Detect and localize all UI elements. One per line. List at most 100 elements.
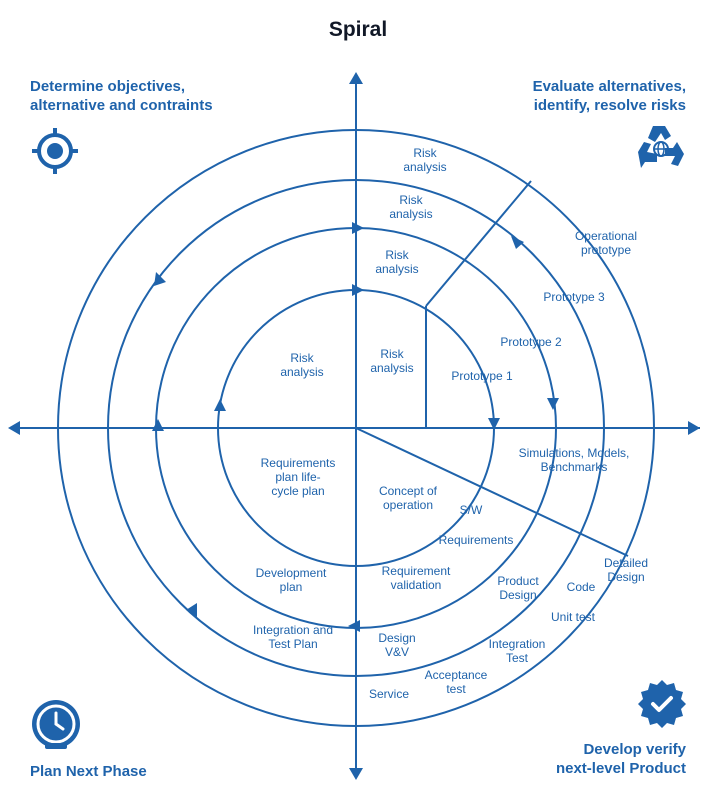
spiral-label-line: Risk — [413, 146, 437, 160]
page-title: Spiral — [328, 18, 388, 41]
quadrant-label-bottom-right: Develop verify next-level Product — [556, 740, 686, 778]
spiral-label-line: Operational — [575, 229, 637, 243]
spiral-ring-3 — [107, 179, 605, 677]
spiral-label-proto1: Prototype 1 — [451, 369, 513, 383]
quadrant-label-top-left: Determine objectives, alternative and co… — [30, 77, 213, 115]
spiral-label-line: analysis — [370, 361, 413, 375]
spiral-label-line: plan — [280, 580, 303, 594]
spiral-label-line: cycle plan — [271, 484, 324, 498]
spiral-label-line: Requirements — [439, 533, 514, 547]
recycle-globe-icon — [638, 126, 684, 168]
spiral-label-line: Risk — [290, 351, 314, 365]
quadrant-label-top-right: Evaluate alternatives, identify, resolve… — [533, 77, 686, 115]
spiral-label-line: Detailed — [604, 556, 648, 570]
spiral-label-line: Code — [567, 580, 596, 594]
quadrant-label-line: next-level Product — [555, 760, 686, 777]
spiral-label-line: Integration — [489, 637, 546, 651]
spiral-label-line: operation — [383, 498, 433, 512]
spiral-label-proto2: Prototype 2 — [500, 335, 562, 349]
arrowheads — [8, 72, 700, 780]
spiral-arrow — [154, 272, 166, 286]
spiral-label-service: Service — [369, 687, 409, 701]
quadrant-label-line: Plan Next Phase — [30, 763, 147, 780]
risk-divider-line — [425, 180, 532, 307]
spiral-label-line: Prototype 2 — [500, 335, 562, 349]
spiral-label-line: S/W — [460, 503, 483, 517]
spiral-arrow — [547, 398, 559, 410]
spiral-label-line: analysis — [403, 160, 446, 174]
design-divider-line — [355, 427, 629, 557]
arrow-down — [349, 768, 363, 780]
spiral-label-line: Test Plan — [268, 637, 317, 651]
quadrant-label-line: Develop verify — [583, 741, 686, 758]
spiral-label-line: plan life- — [275, 470, 320, 484]
verified-badge-icon — [638, 680, 686, 728]
arrow-up — [349, 72, 363, 84]
spiral-label-sims: Simulations, Models,Benchmarks — [519, 446, 630, 474]
spiral-label-line: analysis — [375, 262, 418, 276]
spiral-label-proto3: Prototype 3 — [543, 290, 605, 304]
spiral-label-line: Service — [369, 687, 409, 701]
clock-icon — [32, 700, 80, 749]
spiral-arrow — [511, 236, 524, 249]
quadrant-label-bottom-left: Plan Next Phase — [30, 762, 147, 781]
spiral-label-code: Code — [567, 580, 596, 594]
spiral-label-line: Concept of — [379, 484, 438, 498]
spiral-label-line: Benchmarks — [541, 460, 608, 474]
spiral-label-line: analysis — [280, 365, 323, 379]
spiral-label-requirements: Requirements — [439, 533, 514, 547]
spiral-label-line: analysis — [389, 207, 432, 221]
spiral-ring-4 — [57, 129, 655, 727]
spiral-label-line: Acceptance — [425, 668, 488, 682]
spiral-label-line: Product — [497, 574, 539, 588]
spiral-label-line: Simulations, Models, — [519, 446, 630, 460]
spiral-label-line: Unit test — [551, 610, 596, 624]
spiral-label-line: Design — [499, 588, 536, 602]
spiral-label-line: Design — [378, 631, 415, 645]
spiral-label-line: test — [446, 682, 466, 696]
target-icon — [32, 128, 78, 174]
spiral-label-line: Test — [506, 651, 529, 665]
arrow-left — [8, 421, 20, 435]
spiral-label-line: Requirement — [382, 564, 451, 578]
spiral-arrow — [214, 399, 226, 411]
spiral-label-line: V&V — [385, 645, 409, 659]
spiral-label-line: Design — [607, 570, 644, 584]
spiral-label-line: Risk — [399, 193, 423, 207]
spiral-arrow — [352, 284, 364, 296]
spiral-label-line: prototype — [581, 243, 631, 257]
spiral-label-line: Prototype 1 — [451, 369, 513, 383]
spiral-arrow — [348, 620, 360, 632]
spiral-label-unit-test: Unit test — [551, 610, 596, 624]
spiral-label-line: Requirements — [261, 456, 336, 470]
quadrant-label-line: Determine objectives, — [30, 78, 186, 95]
spiral-arrow — [488, 418, 500, 430]
spiral-label-line: validation — [391, 578, 442, 592]
spiral-label-line: Development — [256, 566, 327, 580]
spiral-label-sw: S/W — [460, 503, 483, 517]
arrow-right — [688, 421, 700, 435]
spiral-label-line: Prototype 3 — [543, 290, 605, 304]
spiral-arrow — [352, 222, 364, 234]
spiral-arrow — [152, 419, 164, 431]
spiral-label-line: Risk — [385, 248, 409, 262]
quadrant-label-line: alternative and contraints — [30, 97, 213, 114]
quadrant-label-line: Evaluate alternatives, — [532, 78, 686, 95]
spiral-label-line: Integration and — [253, 623, 333, 637]
